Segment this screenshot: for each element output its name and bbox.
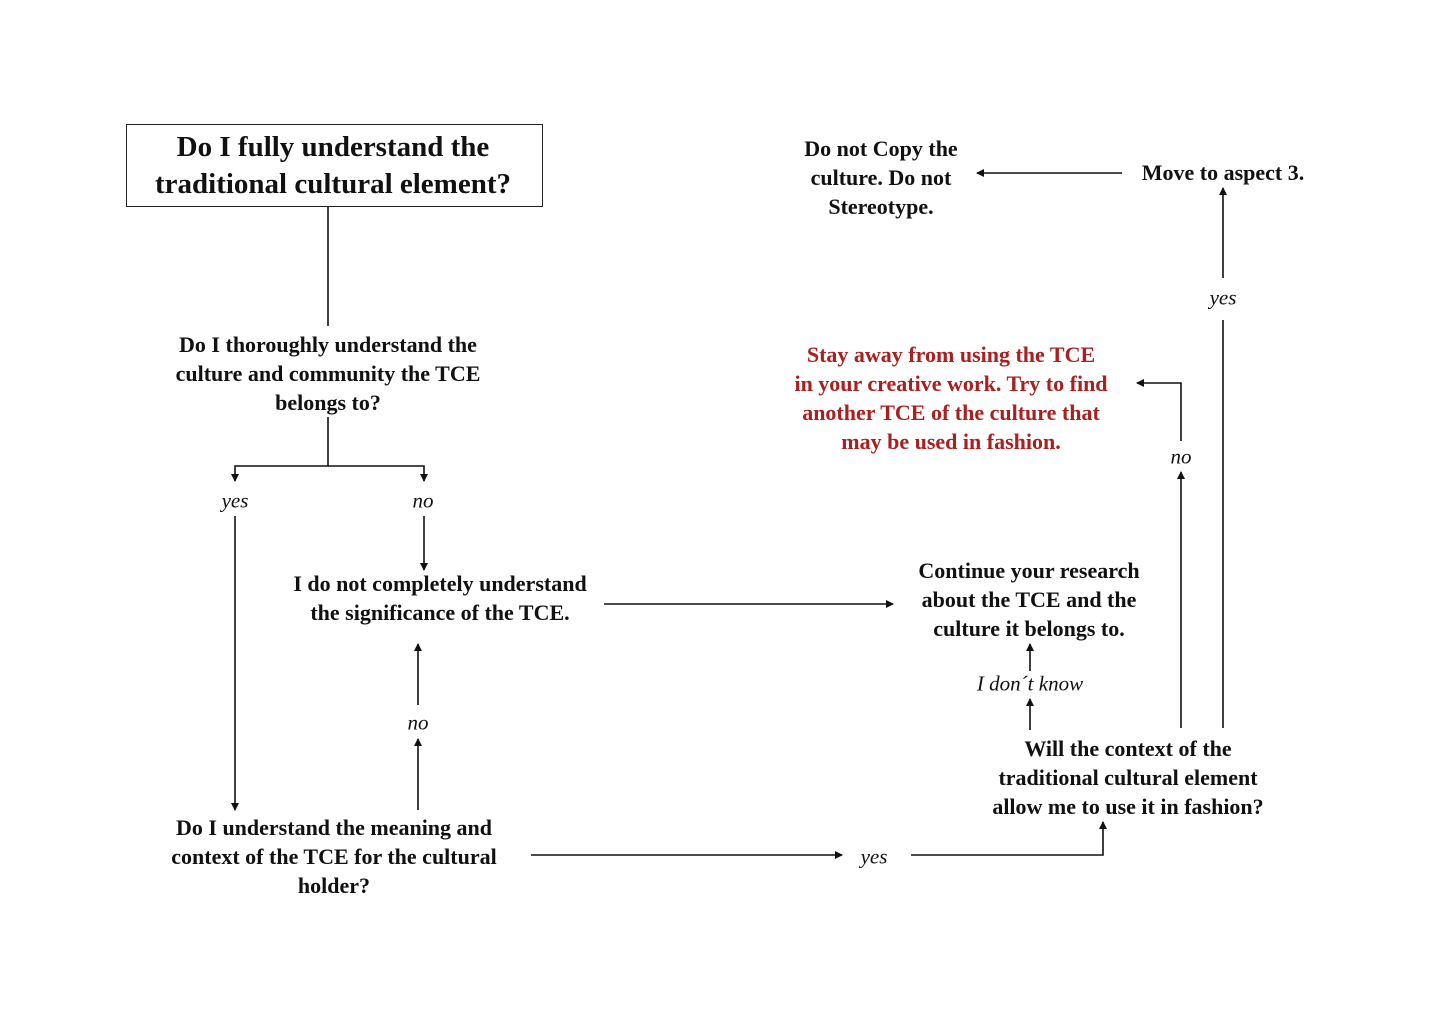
label-yes: yes [1209,285,1237,310]
connector-culture-no [328,465,428,482]
text-line: another TCE of the culture that [802,400,1100,425]
text-line: culture. Do not [810,165,952,190]
text-line: Stereotype. [828,194,934,219]
text-line: Will the context of the [1024,736,1232,761]
label-no: no [412,488,434,513]
do-not-copy-node: Do not Copy the culture. Do not Stereoty… [804,134,957,221]
text-line: allow me to use it in fashion? [992,794,1264,819]
label-no: no [1170,444,1192,469]
text-line: context of the TCE for the cultural [171,844,497,869]
text-line: about the TCE and the [921,587,1137,612]
text-line: Stay away from using the TCE [806,342,1096,367]
connector-yes-to-context [911,821,1107,856]
continue-research-node: Continue your research about the TCE and… [918,556,1139,643]
label-dont-know: I don´t know [976,671,1084,696]
text-line: Do not Copy the [804,136,958,161]
stay-away-node: Stay away from using the TCE in your cre… [794,340,1107,456]
text-line: Continue your research [918,558,1140,583]
question-context-node: Will the context of the traditional cult… [992,734,1263,821]
text-line: Do I thoroughly understand the [179,332,477,357]
label-yes: yes [860,844,888,869]
connector-no-to-stay-away [1136,379,1182,441]
question-meaning-node: Do I understand the meaning and context … [171,813,496,900]
text-line: the significance of the TCE. [310,600,570,625]
not-understand-node: I do not completely understand the signi… [293,569,586,627]
text-line: traditional cultural element? [154,168,512,200]
question-culture-node: Do I thoroughly understand the culture a… [176,330,481,417]
text-line: may be used in fashion. [841,429,1061,454]
text-line: holder? [297,873,371,898]
text-line: belongs to? [275,390,381,415]
text-line: culture it belongs to. [933,616,1125,641]
label-no: no [407,710,429,735]
text-line: Do I understand the meaning and [175,815,493,840]
text-line: culture and community the TCE [175,361,481,386]
text-line: traditional cultural element [998,765,1258,790]
start-node-box [126,124,543,207]
label-yes: yes [221,488,249,513]
connector-culture-split [231,417,329,482]
text-line: I do not completely understand [293,571,587,596]
text-line: in your creative work. Try to find [794,371,1108,396]
start-node: Do I fully understand the traditional cu… [155,129,511,203]
text-line: Do I fully understand the [176,131,490,163]
text-line: Move to aspect 3. [1141,160,1305,185]
move-aspect-node: Move to aspect 3. [1142,158,1305,187]
